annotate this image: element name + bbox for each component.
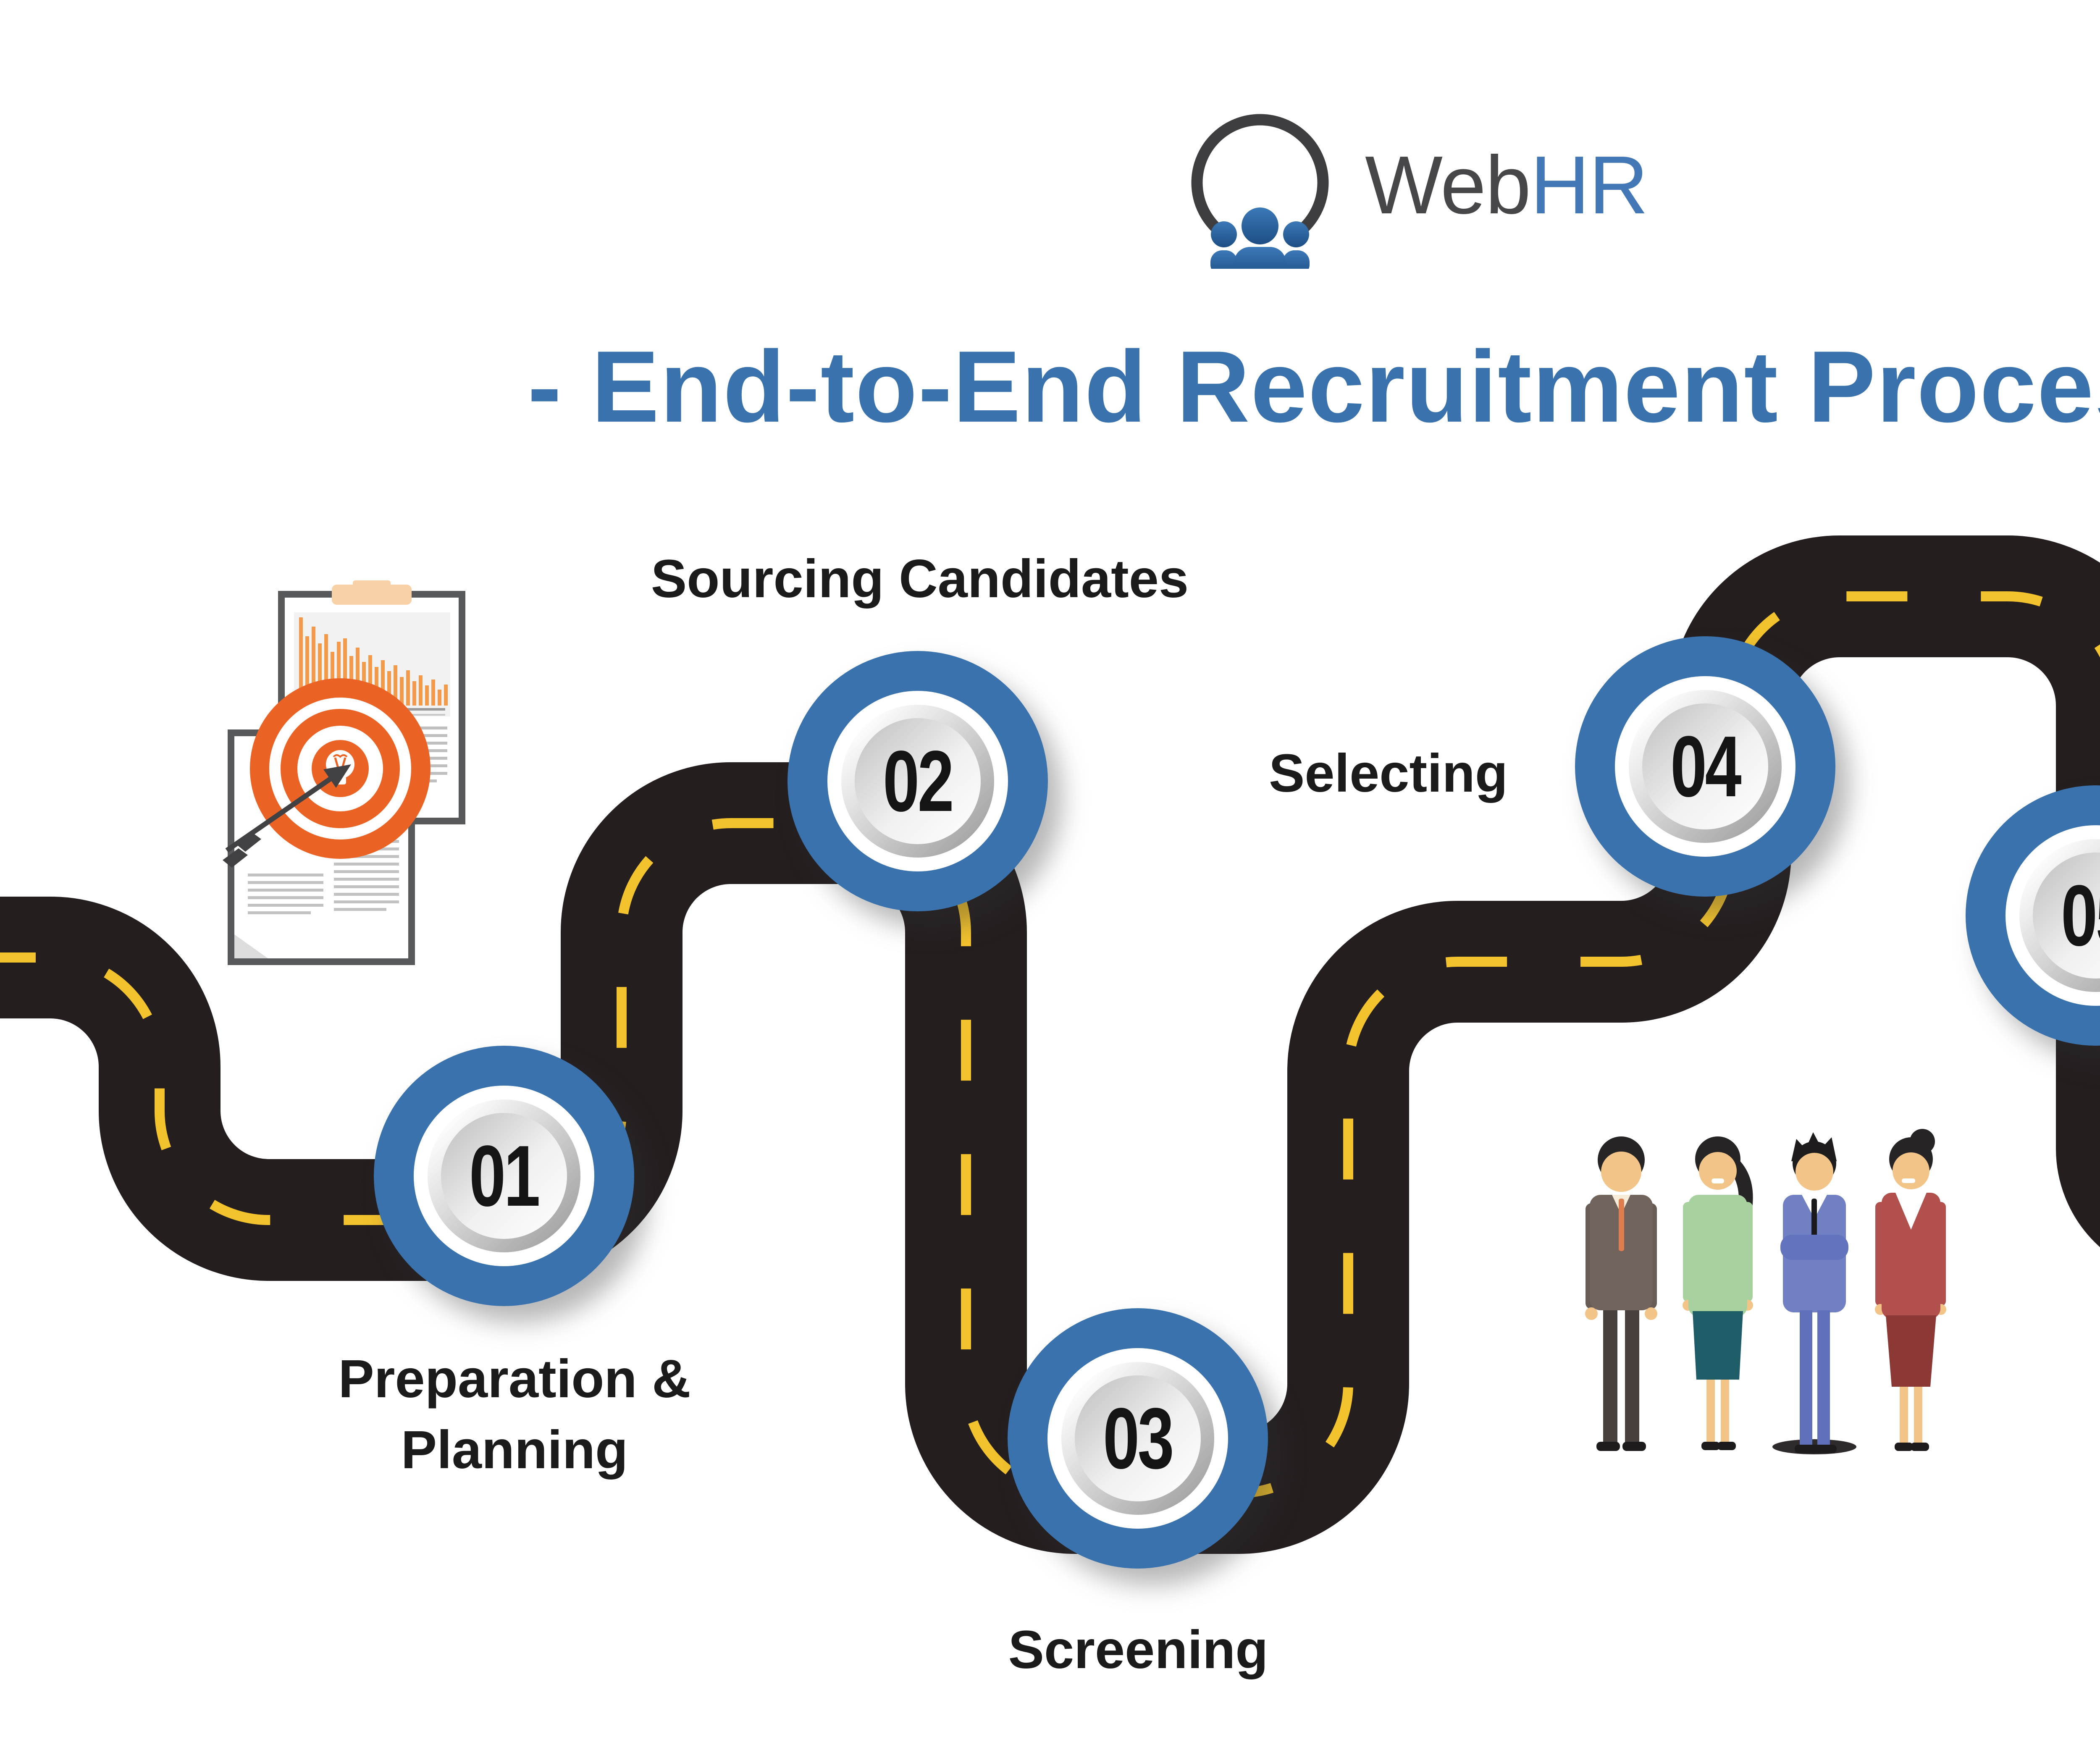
documents-with-target-icon	[223, 580, 465, 965]
person-man-brown-suit	[1585, 1136, 1657, 1451]
step-label-preparation-planning: Preparation & Planning	[338, 1349, 691, 1480]
webhr-people-arc-logo-icon	[1191, 114, 1329, 269]
step-label-selecting: Selecting	[1268, 743, 1508, 803]
step-label-screening: Screening	[1008, 1620, 1268, 1680]
step-marker-04: 04	[1575, 636, 1835, 897]
step-marker-01: 01	[374, 1046, 634, 1306]
step-number: 05	[2061, 867, 2100, 964]
page-folded-corner	[234, 934, 268, 958]
document-clip	[332, 585, 412, 605]
person-woman-red-suit	[1875, 1129, 1946, 1451]
step-label-onboarding: Onboarding	[2083, 1511, 2100, 1582]
business-team-illustration	[1585, 1129, 1946, 1454]
logo-people-glyph	[1210, 207, 1310, 269]
step-marker-core: 02	[855, 718, 981, 844]
person-man-blue-suit	[1780, 1132, 1848, 1453]
person-woman-green-top	[1683, 1136, 1753, 1450]
logo-text: WebHR	[1365, 138, 1648, 232]
step-marker-02: 02	[788, 651, 1048, 911]
step-marker-core: 01	[441, 1113, 567, 1239]
step-number: 01	[469, 1127, 541, 1224]
bullseye-lightbulb-arrow-icon	[223, 678, 430, 868]
logo-text-primary: Web	[1365, 139, 1531, 231]
logo-text-accent: HR	[1530, 139, 1648, 231]
step-marker-03: 03	[1008, 1308, 1268, 1569]
arrow-icon	[223, 764, 351, 868]
logo-arc	[1191, 114, 1329, 252]
document-clip-tab	[353, 580, 391, 589]
step-label-sourcing-candidates: Sourcing Candidates	[651, 549, 1189, 609]
page-title: - End-to-End Recruitment Process -	[528, 330, 2100, 443]
step-marker-05: 05	[1966, 785, 2100, 1046]
step-marker-core: 04	[1642, 703, 1768, 829]
step-number: 04	[1670, 718, 1742, 815]
step-number: 03	[1103, 1390, 1174, 1487]
step-number: 02	[883, 732, 954, 829]
webhr-logo: WebHR	[1180, 97, 1684, 273]
step-marker-core: 03	[1075, 1375, 1201, 1501]
